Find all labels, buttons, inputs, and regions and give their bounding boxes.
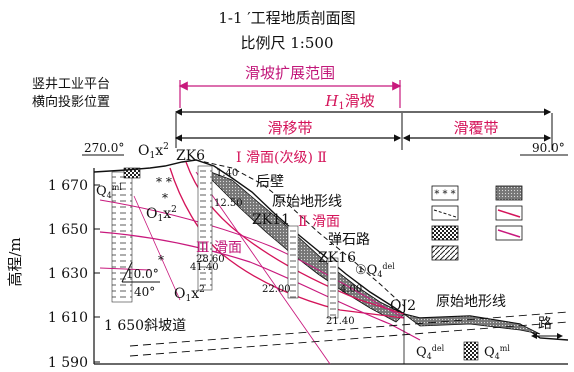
borehole-zk11 <box>287 225 299 299</box>
legend-magline <box>497 229 521 238</box>
legend: * * * <box>431 185 523 261</box>
bedding-line <box>133 195 181 301</box>
legend-swatch-stars-mark: * * * <box>434 189 455 200</box>
stratum-o1x2-bottom: O1x2 <box>174 285 205 304</box>
stratum-q4ml-left: Q4ml <box>96 183 122 200</box>
y-axis-title: 高程/m <box>6 237 24 286</box>
bearing-right: 90.0° <box>532 141 565 155</box>
borehole-zk16 <box>327 257 339 319</box>
borehole-label-zk16: ZK16 <box>318 250 356 266</box>
depth-label: 1.40 <box>216 168 238 179</box>
slip-surface-secondary <box>99 199 405 319</box>
original-ground-label-right: 原始地形线 <box>436 294 506 310</box>
back-wall-label: 后壁 <box>256 174 284 190</box>
original-ground-label-upper: 原始地形线 <box>272 194 342 210</box>
slip-surface-3 <box>99 231 421 341</box>
y-tick-label: 1 590 <box>48 355 88 371</box>
stratum-o1x2-mid: O1x2 <box>146 205 177 224</box>
star-mark: * * <box>156 175 172 189</box>
covering-zone-label: 滑覆带 <box>453 119 498 137</box>
slip-label-first: Ⅰ 滑面(次级) Ⅱ <box>236 149 327 166</box>
original-ground-line <box>195 159 405 307</box>
stone-road-label: 弹石路 <box>328 232 370 248</box>
zone-range: 滑移带 滑覆带 <box>174 113 553 150</box>
attitude-symbol: 10.0° 40° <box>121 261 160 299</box>
slip-surface-3-left <box>99 267 151 271</box>
attitude-dip-direction: 10.0° <box>126 267 159 281</box>
y-tick-label: 1 650 <box>48 222 88 238</box>
borehole-zk6 <box>197 165 213 291</box>
y-tick-label: 1 670 <box>48 178 88 194</box>
depth-label: 28.60 <box>196 254 225 265</box>
extent-range: 滑坡扩展范围 <box>178 64 402 108</box>
stratum-q4del-bottom: Q4del <box>416 344 445 361</box>
depth-label: 12.50 <box>214 198 243 209</box>
slope-road-label: 1 650斜坡道 <box>104 318 186 334</box>
extent-label: 滑坡扩展范围 <box>245 64 335 82</box>
y-tick-label: 1 630 <box>48 266 88 282</box>
attitude-tick <box>121 261 133 283</box>
slope-road-line-1 <box>129 311 569 347</box>
legend-dashline <box>433 209 457 218</box>
legend-swatch-checker <box>431 225 459 241</box>
borehole-label-zk6: ZK6 <box>176 148 205 164</box>
slope-road-line-2 <box>129 321 569 357</box>
depth-label: 21.40 <box>326 316 355 327</box>
scale-label: 比例尺 1:500 <box>241 34 334 52</box>
y-tick-label: 1 610 <box>48 310 88 326</box>
legend-swatch-deposit <box>495 185 523 201</box>
depth-label: 41.40 <box>190 262 219 273</box>
slip-label-second: Ⅱ 滑面 <box>298 213 340 230</box>
depth-label: 22.00 <box>262 284 291 295</box>
star-mark: * <box>162 191 168 205</box>
stratum-q4del-right: ①Q4del <box>355 262 395 279</box>
landslide-range: H1滑坡 <box>174 92 552 116</box>
borehole-label-qj2: QJ2 <box>390 298 416 314</box>
borehole-label-zk11: ZK11 <box>252 212 290 228</box>
depth-label: 4.00 <box>340 284 362 295</box>
legend-redline <box>497 209 521 218</box>
landslide-label: H1滑坡 <box>324 92 374 112</box>
star-mark: * <box>158 253 164 267</box>
covering-deposit <box>403 313 541 335</box>
legend-swatch-hatch <box>431 245 459 261</box>
y-axis: 1 670 1 650 1 630 1 610 1 590 高程/m <box>6 168 100 371</box>
sliding-zone-label: 滑移带 <box>267 119 312 137</box>
bearing-left: 270.0° <box>84 141 124 155</box>
slip-label-third: Ⅲ 滑面 <box>196 239 242 256</box>
stratum-q4ml-bottom: Q4ml <box>484 344 510 361</box>
stratum-o1x2-top: O1x2 <box>138 142 169 161</box>
q4ml-bottom-swatch <box>463 341 479 361</box>
fault-line <box>195 171 331 365</box>
shaft-label-line2: 横向投影位置 <box>32 94 110 110</box>
road-label: 路 <box>538 316 552 332</box>
shaft-label-line1: 竖井工业平台 <box>32 77 110 92</box>
attitude-dip: 40° <box>134 285 155 299</box>
shaft-platform-fill <box>123 167 141 179</box>
figure-title: 1-1 ′工程地质剖面图 <box>218 9 355 27</box>
legend-swatch-stars <box>431 185 459 201</box>
